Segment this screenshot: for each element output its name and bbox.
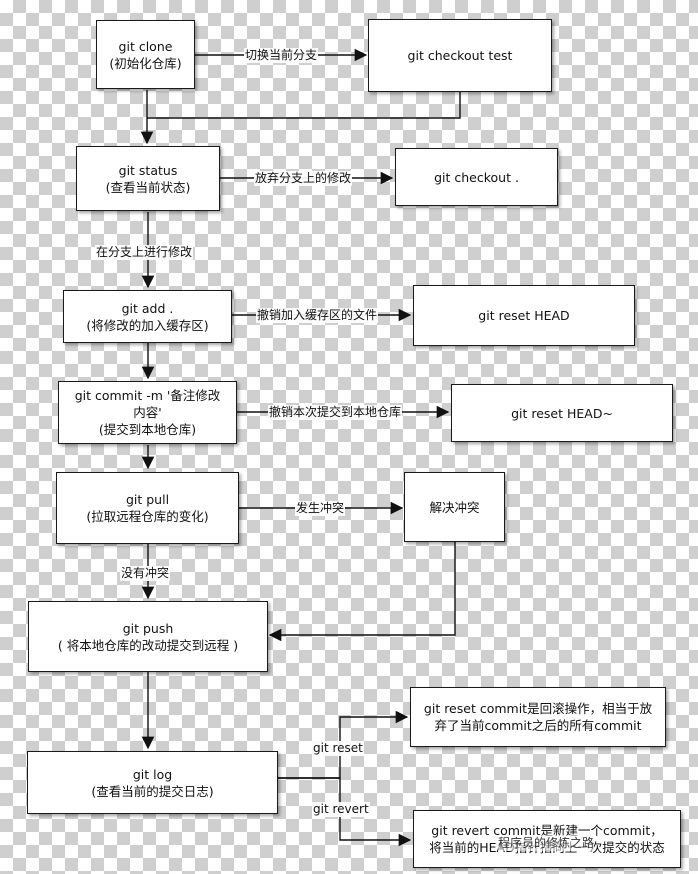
edge-label-undo-commit: 撤销本次提交到本地仓库 — [268, 405, 403, 420]
node-git-push-line2: ( 将本地仓库的改动提交到远程 ) — [57, 637, 239, 653]
edge-label-modify-on-branch: 在分支上进行修改 — [95, 245, 194, 260]
edge-label-git-reset: git reset — [312, 741, 364, 756]
node-git-status: git status (查看当前状态) — [76, 146, 220, 211]
edge-label-switch-branch: 切换当前分支 — [244, 48, 319, 63]
node-git-reset-head-tilde: git reset HEAD~ — [451, 384, 673, 442]
node-git-push: git push ( 将本地仓库的改动提交到远程 ) — [28, 601, 268, 672]
edge-label-discard-changes: 放弃分支上的修改 — [254, 171, 353, 186]
node-git-revert-commit-line1: git revert commit是新建一个commit， — [431, 823, 663, 838]
node-git-pull: git pull (拉取远程仓库的变化) — [56, 472, 239, 544]
node-git-checkout-test: git checkout test — [368, 19, 552, 92]
edge-label-no-conflict: 没有冲突 — [120, 566, 171, 581]
node-git-reset-commit-line1: git reset commit是回滚操作，相当于放 — [423, 701, 653, 716]
node-git-status-line1: git status — [118, 162, 178, 178]
node-resolve-conflict-line1: 解决冲突 — [429, 499, 480, 515]
node-git-clone: git clone (初始化仓库) — [96, 20, 195, 89]
node-git-add-line1: git add . — [121, 300, 174, 316]
node-git-log-line1: git log — [132, 766, 173, 782]
node-git-checkout-dot-line1: git checkout . — [434, 169, 519, 185]
node-git-add-line2: (将修改的加入缓存区) — [86, 317, 209, 333]
watermark-text: 程序员的修炼之路 — [498, 835, 595, 851]
node-git-log-line2: (查看当前的提交日志) — [91, 783, 214, 799]
node-git-commit-line3: (提交到本地仓库) — [98, 422, 197, 437]
edge-label-undo-add: 撤销加入缓存区的文件 — [256, 308, 379, 323]
node-git-checkout-dot: git checkout . — [395, 148, 558, 206]
node-git-status-line2: (查看当前状态) — [105, 179, 191, 195]
node-git-reset-head: git reset HEAD — [413, 285, 635, 346]
node-resolve-conflict: 解决冲突 — [404, 472, 505, 542]
edge-label-git-revert: git revert — [312, 802, 370, 817]
node-git-clone-line1: git clone — [118, 38, 173, 54]
edge-resolve-to-push — [268, 542, 456, 642]
edge-checkout-test-return — [147, 92, 461, 119]
node-git-clone-line2: (初始化仓库) — [109, 55, 182, 71]
node-git-commit-line2: 内容' — [133, 405, 162, 420]
node-git-log: git log (查看当前的提交日志) — [27, 751, 278, 814]
node-git-reset-commit-line2: 弃了当前commit之后的所有commit — [434, 718, 642, 733]
node-git-reset-head-tilde-line1: git reset HEAD~ — [511, 405, 613, 421]
edge-label-conflict: 发生冲突 — [295, 501, 346, 516]
node-git-commit: git commit -m '备注修改 内容' (提交到本地仓库) — [58, 381, 237, 444]
node-git-checkout-test-line1: git checkout test — [407, 48, 513, 63]
node-git-push-line1: git push — [122, 620, 174, 636]
node-git-reset-commit: git reset commit是回滚操作，相当于放 弃了当前commit之后的… — [410, 687, 666, 747]
node-git-add: git add . (将修改的加入缓存区) — [63, 290, 232, 343]
node-git-commit-line1: git commit -m '备注修改 — [74, 388, 221, 403]
node-git-pull-line1: git pull — [125, 492, 170, 507]
node-git-pull-line2: (拉取远程仓库的变化) — [86, 509, 209, 524]
node-git-reset-head-line1: git reset HEAD — [478, 308, 570, 323]
